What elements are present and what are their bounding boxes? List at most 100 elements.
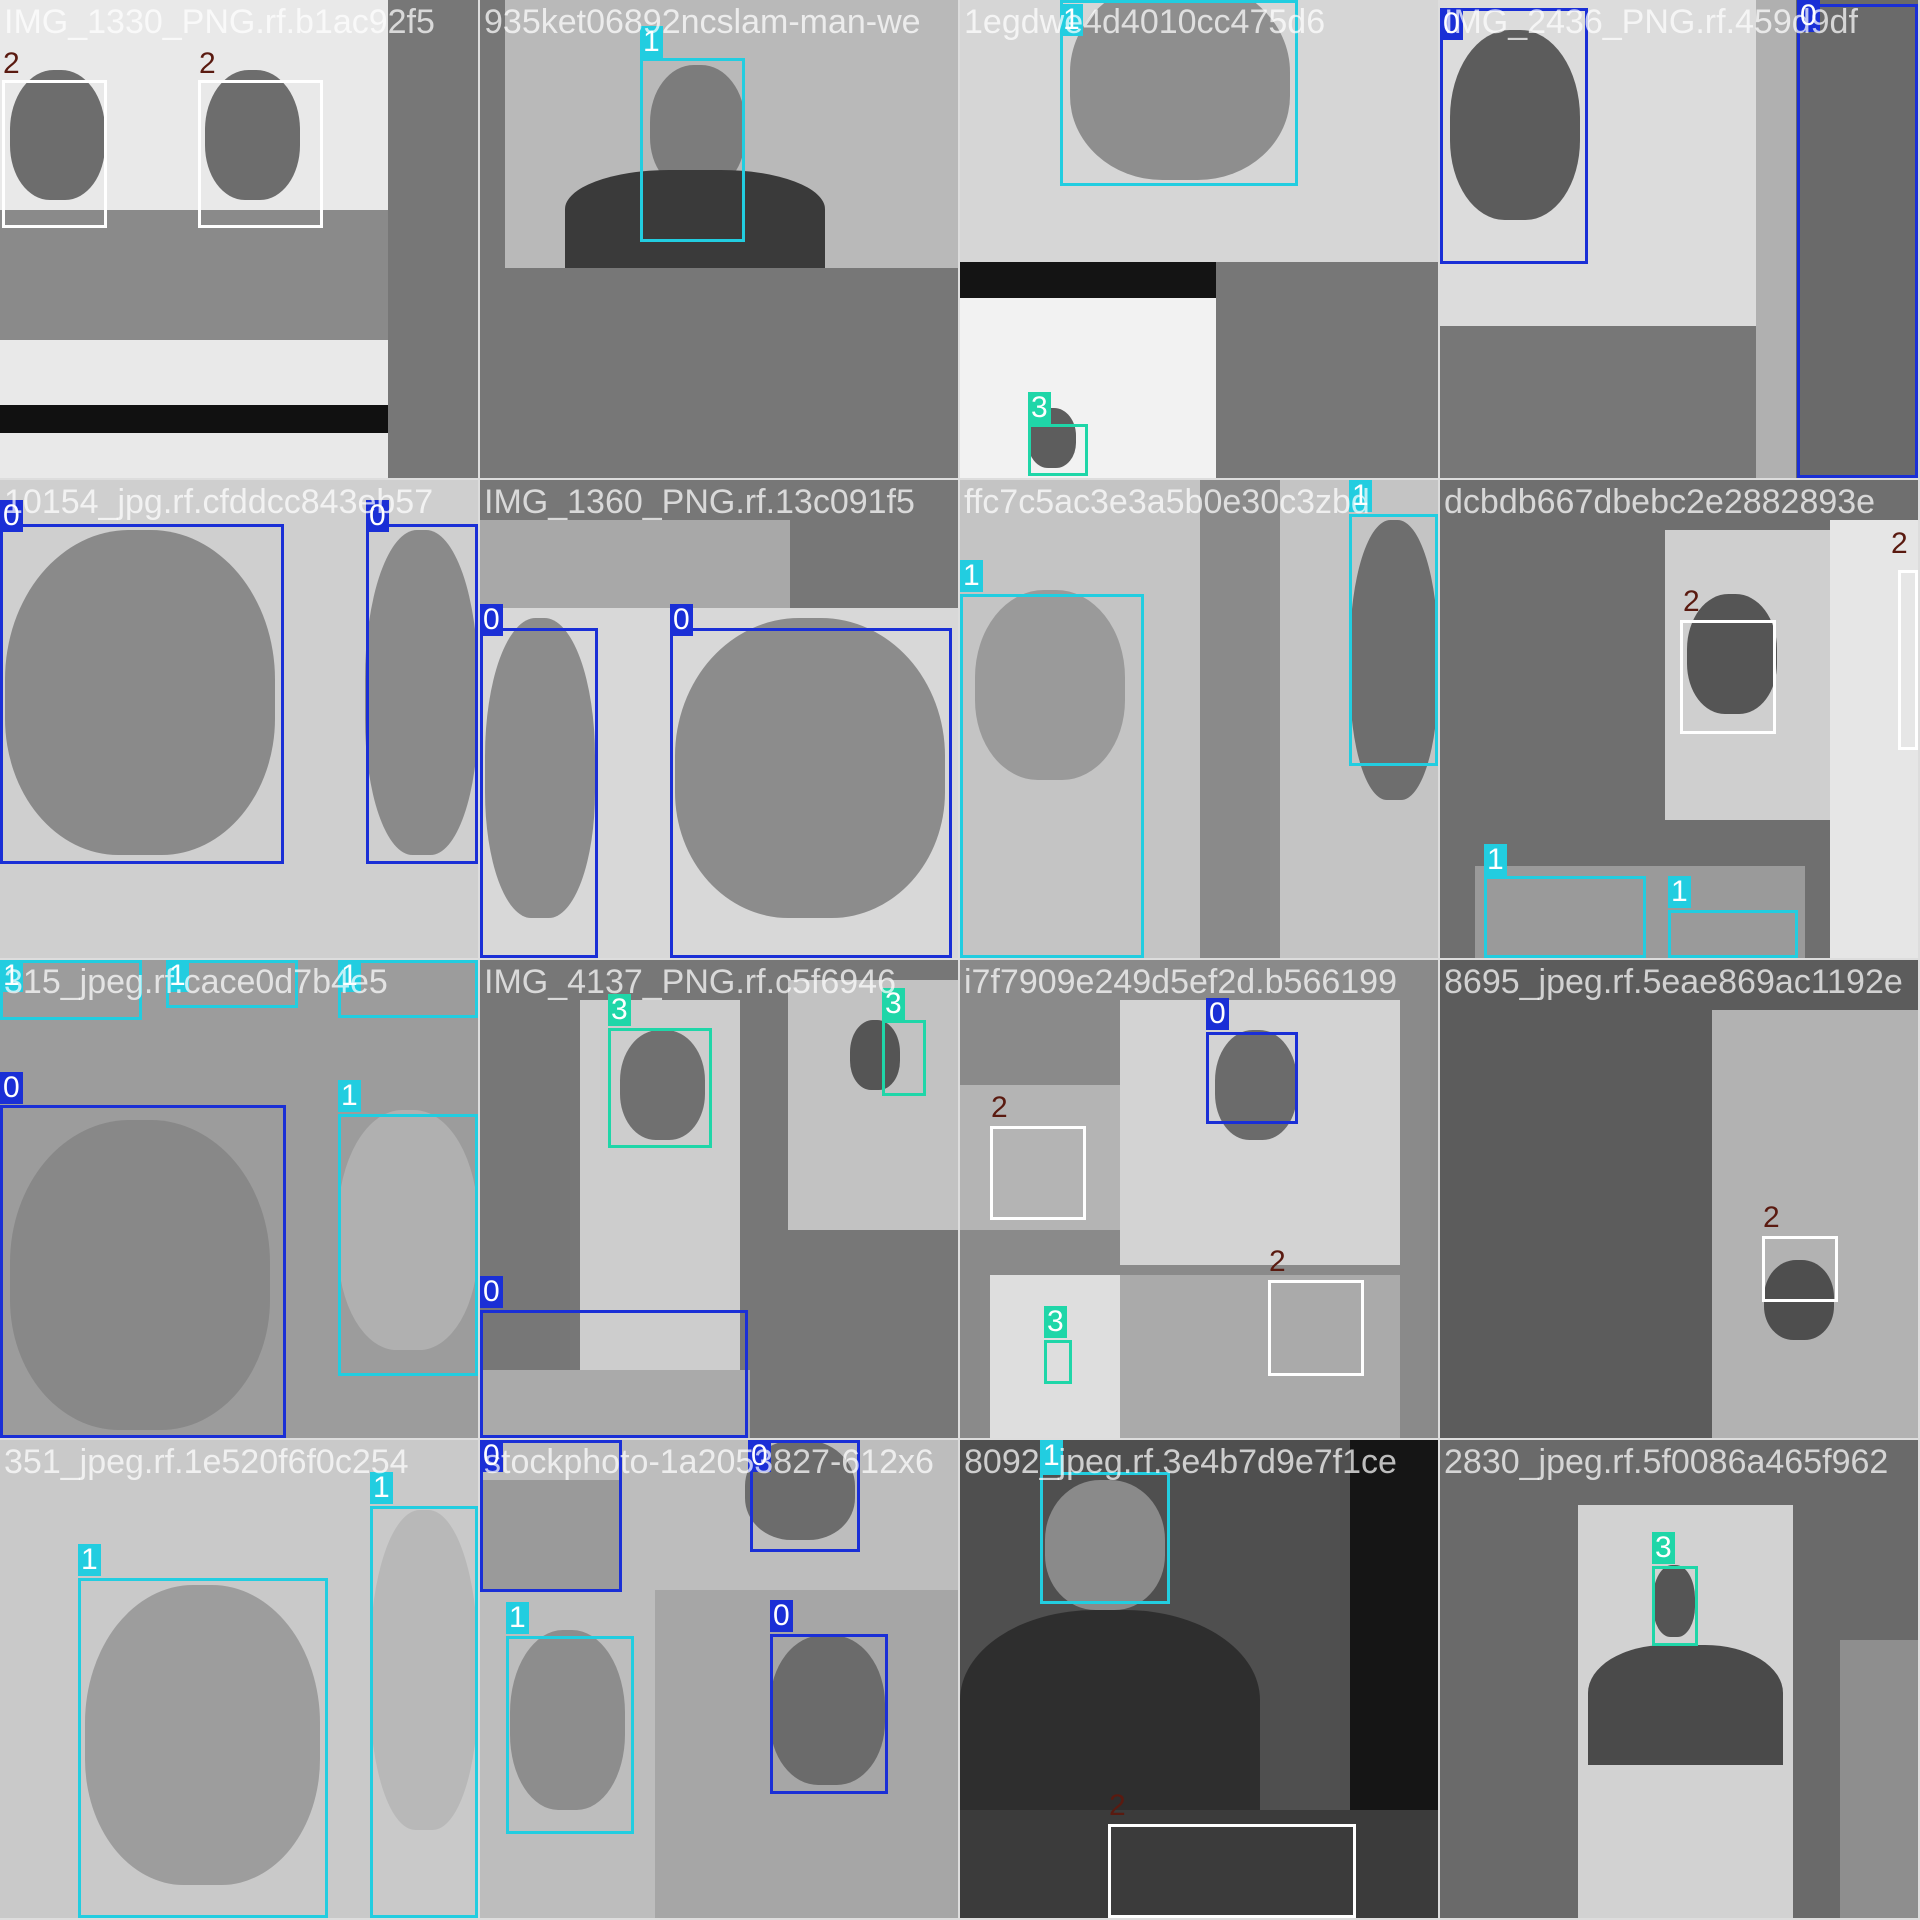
face: [650, 65, 745, 190]
inset-photo: [1578, 1505, 1793, 1918]
bbox-label: 0: [480, 1440, 503, 1472]
bbox-label: 0: [1440, 8, 1463, 40]
tile-title: 2830_jpeg.rf.5f0086a465f962: [1444, 1443, 1889, 1481]
tile-title: 351_jpeg.rf.1e520f6f0c254: [4, 1443, 409, 1481]
bbox-class-1: [1349, 514, 1438, 766]
photo-region: [1756, 0, 1918, 478]
bbox-label: 0: [748, 1440, 771, 1472]
bbox-label: 0: [366, 500, 389, 532]
bbox-class-0: [1206, 1032, 1298, 1124]
face: [10, 1120, 270, 1430]
tile-2: 1egdwe4d4010cc475d6 1 3: [960, 0, 1438, 478]
bbox-class-0: [1797, 4, 1918, 478]
bbox-class-2: [1762, 1236, 1838, 1302]
face: [1045, 1480, 1165, 1610]
bbox-label: 2: [1109, 1789, 1126, 1822]
photo-region: [480, 1370, 750, 1438]
bbox-label: 0: [480, 604, 503, 636]
bbox-label: 0: [1797, 0, 1820, 32]
bbox-class-1: [1668, 910, 1798, 958]
tile-13: stockphoto-1a2053827-612x6 0 0 1 0: [480, 1440, 958, 1918]
tile-3: IMG_2436_PNG.rf.459d9df 0 0: [1440, 0, 1918, 478]
bbox-label: 1: [370, 1472, 393, 1504]
bbox-class-2: [198, 80, 323, 228]
face: [1450, 30, 1580, 220]
bbox-label: 3: [1028, 392, 1051, 424]
photo-region: [480, 520, 790, 608]
photo-region: [1440, 0, 1756, 326]
bbox-class-0: [0, 524, 284, 864]
face: [975, 590, 1125, 780]
tile-title: ffc7c5ac3e3a5b0e30c3zbd: [964, 483, 1370, 521]
bbox-class-1: [338, 1114, 478, 1376]
tile-title: dcbdb667dbebc2e2882893e: [1444, 483, 1876, 521]
bbox-class-0: [480, 1440, 622, 1592]
inset-photo: [1120, 1000, 1400, 1265]
bbox-label: 1: [78, 1544, 101, 1576]
tile-4: 10154_jpg.rf.cfddcc843eb57 0 0: [0, 480, 478, 958]
face: [338, 1110, 478, 1350]
photo-region: [960, 480, 1438, 958]
photo-region: [505, 0, 958, 268]
bbox-label: 2: [1891, 527, 1908, 560]
bbox-label: 0: [0, 500, 23, 532]
tile-7: dcbdb667dbebc2e2882893e 2 2 1 1: [1440, 480, 1918, 958]
inset-photo: [1120, 1275, 1400, 1438]
bbox-label: 0: [770, 1600, 793, 1632]
tile-title: 315_jpeg.rf.cace0d7b4e5: [4, 963, 388, 1001]
bbox-class-1: [370, 1506, 478, 1918]
tile-title: stockphoto-1a2053827-612x6: [484, 1443, 934, 1481]
bbox-label: 3: [608, 994, 631, 1026]
tile-9: IMG_4137_PNG.rf.c5f6946 3 3 0: [480, 960, 958, 1438]
face: [5, 530, 275, 855]
photo-region: [480, 1440, 958, 1918]
bbox-class-1: [1060, 0, 1298, 186]
face: [620, 1030, 705, 1140]
tile-title: 1egdwe4d4010cc475d6: [964, 3, 1326, 41]
torso-region: [0, 210, 388, 340]
tile-1: 935ket06892ncslam-man-we 1: [480, 0, 958, 478]
bbox-class-1: [78, 1578, 328, 1918]
bbox-class-1: [506, 1636, 634, 1834]
inset-photo: [1665, 530, 1830, 820]
photo-region: [1440, 480, 1918, 958]
bbox-class-1: [960, 594, 1144, 958]
bbox-label: 2: [199, 47, 216, 80]
bbox-class-0: [670, 628, 952, 958]
photo-region: [1440, 1440, 1918, 1918]
bbox-class-3: [882, 1020, 926, 1096]
inset-photo: [990, 1275, 1120, 1438]
torso-region: [565, 170, 825, 268]
torso-region: [1588, 1645, 1783, 1765]
bbox-label: 1: [338, 960, 361, 992]
bbox-class-2: [990, 1126, 1086, 1220]
photo-region: [0, 960, 478, 1438]
bbox-label: 2: [1269, 1245, 1286, 1278]
tile-10: i7f7909e249d5ef2d.b566199 0 2 3 2: [960, 960, 1438, 1438]
bbox-label: 1: [640, 26, 663, 58]
photo-region: [580, 1000, 740, 1410]
inset-photo: [655, 1590, 958, 1918]
tile-title: 935ket06892ncslam-man-we: [484, 3, 921, 41]
photo-region: [960, 1440, 1438, 1918]
photo-region: [960, 298, 1216, 478]
face: [1796, 0, 1918, 478]
bbox-label: 2: [991, 1091, 1008, 1124]
bbox-class-0: [0, 1105, 286, 1438]
photo-region: [480, 608, 958, 958]
face: [1350, 520, 1438, 800]
bbox-label: 2: [3, 47, 20, 80]
bbox-class-2: [1268, 1280, 1364, 1376]
bbox-class-2: [1680, 620, 1776, 734]
bbox-label: 0: [670, 604, 693, 636]
face: [365, 530, 478, 855]
tile-title: IMG_4137_PNG.rf.c5f6946: [484, 963, 897, 1001]
bbox-class-2: [1108, 1824, 1356, 1918]
bbox-class-1: [640, 58, 745, 242]
face: [1070, 0, 1290, 180]
torso-region: [960, 1610, 1260, 1810]
bbox-label: 1: [166, 960, 189, 992]
tile-title: 10154_jpg.rf.cfddcc843eb57: [4, 483, 434, 521]
bbox-class-1: [1484, 876, 1646, 958]
tile-15: 2830_jpeg.rf.5f0086a465f962 3: [1440, 1440, 1918, 1918]
